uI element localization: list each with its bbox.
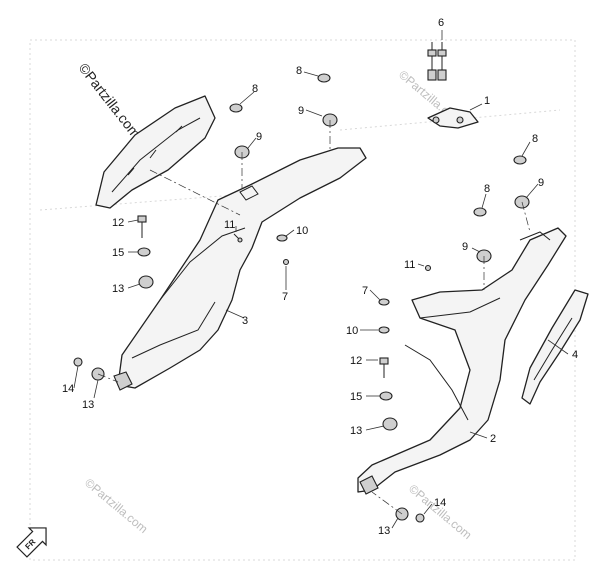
- callout-13-left-bottom: 13: [82, 399, 94, 411]
- callout-11-left: 11: [224, 219, 235, 231]
- callout-9-top: 9: [298, 105, 304, 117]
- watermark-main: ©Partzilla.com: [76, 60, 144, 141]
- callout-11-right: 11: [404, 259, 415, 271]
- callout-12-right: 12: [350, 355, 362, 367]
- callout-14-right: 14: [434, 497, 446, 509]
- callout-8-right: 8: [532, 133, 538, 145]
- callout-13-right-top: 13: [350, 425, 362, 437]
- watermark-bottom-right: ©Partzilla.com: [406, 482, 474, 543]
- callout-15-right: 15: [350, 391, 362, 403]
- part-4-side-cover-left: [95, 95, 216, 209]
- callout-8-top: 8: [296, 65, 302, 77]
- callout-3: 3: [242, 315, 248, 327]
- callout-numbers: 1 2 3 4 6 7 7 8 8 8 8 9 9 9 9 10 10 11 1…: [62, 17, 578, 537]
- callout-10-left: 10: [296, 225, 308, 237]
- part-3-side-panel-left: [113, 147, 367, 391]
- part-2-side-panel-right: [357, 227, 567, 495]
- callout-9-mid: 9: [462, 241, 468, 253]
- callout-6: 6: [438, 17, 444, 29]
- leader-lines: [73, 30, 569, 529]
- callout-7-left: 7: [282, 291, 288, 303]
- callout-14-left: 14: [62, 383, 74, 395]
- part-1-bracket: [427, 107, 479, 129]
- watermark-bottom-left: ©Partzilla.com: [82, 476, 150, 537]
- callout-2: 2: [490, 433, 496, 445]
- front-arrow-icon: FR: [16, 527, 47, 558]
- callout-13-left-top: 13: [112, 283, 124, 295]
- callout-4: 4: [572, 349, 578, 361]
- callout-13-right-bottom: 13: [378, 525, 390, 537]
- part-6-screws: [427, 42, 447, 81]
- callout-10-right: 10: [346, 325, 358, 337]
- callout-8-left: 8: [252, 83, 258, 95]
- callout-9-right: 9: [538, 177, 544, 189]
- assembly-lines: [97, 120, 531, 515]
- callout-1: 1: [484, 95, 490, 107]
- part-4-side-cover-right: [521, 289, 589, 405]
- callout-15-left: 15: [112, 247, 124, 259]
- callout-7-right: 7: [362, 285, 368, 297]
- callout-12-left: 12: [112, 217, 124, 229]
- callout-8-mid: 8: [484, 183, 490, 195]
- callout-9-left: 9: [256, 131, 262, 143]
